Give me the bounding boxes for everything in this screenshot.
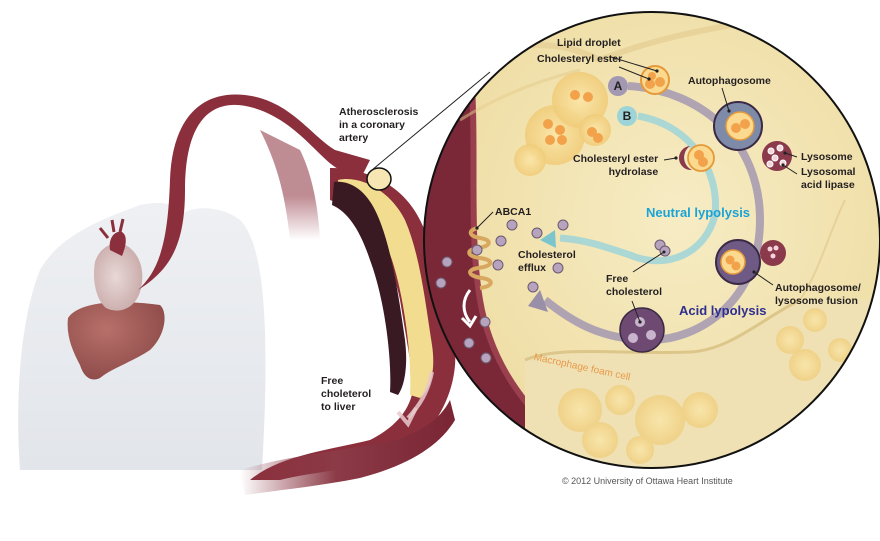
neighbour-lipid-droplets — [558, 308, 852, 464]
label-cholesteryl-ester: Cholesteryl ester — [537, 53, 623, 65]
label-cholesterol-efflux: Cholesterol efflux — [518, 249, 576, 274]
pathway-b-arc — [559, 112, 720, 265]
lipid-droplet-cluster — [514, 72, 611, 176]
copyright: © 2012 University of Ottawa Heart Instit… — [562, 476, 733, 486]
label-autophagosome: Autophagosome — [688, 75, 771, 87]
acid-lipolysis-vesicle — [619, 307, 665, 353]
label-neutral-lypolysis: Neutral lypolysis — [646, 205, 751, 220]
pathway-a-arc — [542, 82, 765, 345]
label-atherosclerosis: Atherosclerosis in a coronary artery — [339, 106, 419, 144]
lumen — [332, 181, 407, 395]
label-abca1: ABCA1 — [495, 206, 532, 218]
plaque-magnifier — [366, 167, 392, 191]
plaque — [338, 179, 434, 398]
efflux-cholesterol-dots — [435, 219, 569, 364]
heart — [94, 243, 143, 311]
coronary-artery-tube — [138, 94, 370, 290]
lipid-droplet — [640, 65, 670, 95]
cholesteryl-ester-hydrolase — [674, 144, 715, 172]
label-acid-lypolysis: Acid lypolysis — [679, 303, 767, 318]
magnified-circle-border — [423, 11, 880, 469]
label-autophagosome-lysosome-fusion: Autophagosome/ lysosome fusion — [775, 282, 861, 307]
label-lipid-droplet: Lipid droplet — [557, 37, 621, 49]
pathway-a-arrowhead — [528, 290, 548, 312]
label-cholesteryl-ester-hydrolase: Cholesteryl ester hydrolase — [573, 153, 659, 178]
pathway-b-arrowhead — [540, 230, 556, 248]
autophagosome — [713, 101, 763, 151]
efflux-arrow — [462, 289, 472, 323]
lysosome — [762, 141, 792, 171]
autophagosome-lysosome-fusion — [715, 239, 786, 285]
pathway-a-badge: A — [608, 76, 628, 96]
liver — [67, 302, 165, 380]
label-lysosome: Lysosome — [801, 151, 853, 163]
label-free-cholesterol: Free cholesterol — [606, 273, 663, 298]
label-free-cholesterol-to-liver: Free choleterol to liver — [321, 375, 372, 413]
pathway-b-badge: B — [617, 106, 637, 126]
magnified-view — [424, 12, 880, 468]
abca1-transporter — [467, 226, 493, 290]
label-lysosomal-acid-lipase: Lysosomal acid lipase — [801, 166, 856, 191]
